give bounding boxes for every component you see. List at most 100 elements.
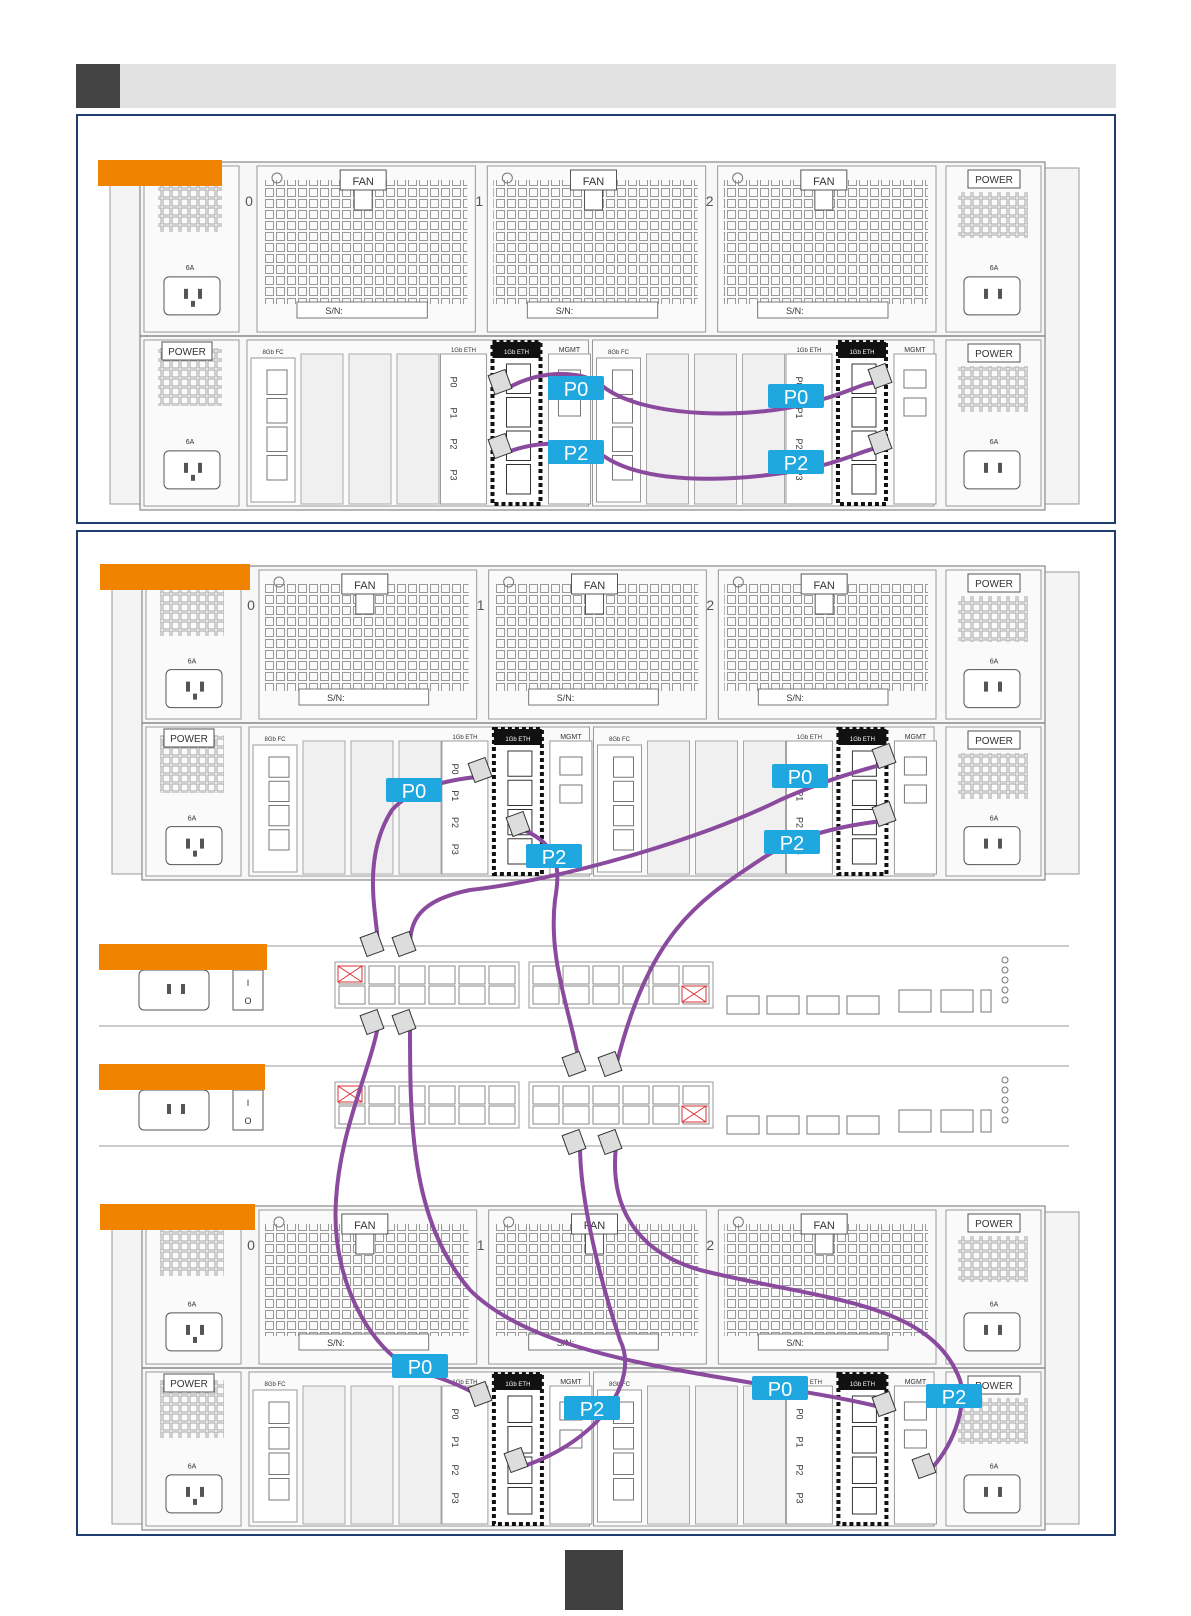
- pin: [186, 1324, 190, 1335]
- usb-port: [980, 1109, 992, 1133]
- power-label: POWER: [975, 1219, 1013, 1230]
- fc-port: [268, 829, 290, 851]
- port-tag: P2: [926, 1384, 982, 1409]
- mgmt-port: [940, 989, 974, 1013]
- pin: [984, 462, 988, 473]
- cable-connector: [867, 428, 893, 456]
- rj45-port: [532, 1085, 560, 1105]
- fan-icon: [503, 1216, 515, 1228]
- rj45-port: [507, 1395, 533, 1423]
- pin: [181, 1104, 185, 1114]
- port-tag-label: P2: [580, 1399, 604, 1421]
- cable-connector: [561, 1050, 587, 1078]
- mgmt-label: MGMT: [905, 734, 927, 741]
- switch-power-inlet: [138, 1089, 210, 1131]
- cable-connector: [911, 1452, 937, 1480]
- host-eth-label: 1Gb ETH: [850, 1382, 875, 1388]
- fc-port: [612, 426, 633, 452]
- diagram-panel-bottom: [76, 530, 1116, 1536]
- left-rail: [111, 1211, 143, 1525]
- port-label: P3: [794, 1492, 804, 1503]
- power-inlet: [165, 669, 223, 709]
- port-tag: P2: [768, 450, 824, 475]
- fc-port: [613, 829, 634, 851]
- power-inlet: [165, 1312, 223, 1352]
- port-tag-label: P2: [564, 443, 588, 465]
- pin: [984, 1324, 988, 1335]
- pin: [984, 681, 988, 692]
- pin: [193, 1336, 197, 1343]
- port-tag-label: P0: [408, 1357, 432, 1379]
- cable-connector: [487, 432, 513, 460]
- fan-icon: [732, 1216, 744, 1228]
- fan-label: FAN: [584, 580, 605, 592]
- fan-slot-number: 1: [477, 597, 485, 613]
- cable-connector: [467, 1380, 493, 1408]
- pin: [191, 300, 195, 307]
- device-label-tag: [99, 1064, 265, 1090]
- mgmt-label: MGMT: [560, 1379, 582, 1386]
- sfp-port: [806, 1115, 840, 1135]
- port-tag-bg: [772, 764, 828, 788]
- pin: [198, 462, 202, 473]
- port-tag-bg: [768, 384, 824, 408]
- pin: [181, 984, 185, 994]
- power-supply: 6A: [145, 569, 242, 720]
- fc-port: [266, 369, 288, 395]
- port-tag-label: P2: [942, 1387, 966, 1409]
- fan-latch: [814, 189, 834, 211]
- section-number-block: [76, 64, 120, 108]
- switch-power-inlet: [138, 969, 210, 1011]
- cable-connector: [871, 800, 897, 828]
- port-tag: P2: [548, 440, 604, 465]
- fan-slot-number: 2: [706, 193, 714, 209]
- fan-label: FAN: [813, 580, 834, 592]
- usb-port: [980, 989, 992, 1013]
- mgmt-port: [903, 369, 927, 389]
- fc-label: 8Gb FC: [609, 737, 631, 743]
- fan-slot-number: 1: [477, 1237, 485, 1253]
- rj45-port: [488, 985, 516, 1005]
- serial-plate: [298, 1333, 430, 1351]
- amp-label: 6A: [990, 265, 999, 272]
- eth-card: [441, 1385, 489, 1525]
- power-label: POWER: [975, 736, 1013, 747]
- power-inlet: [165, 826, 223, 866]
- port-label: P0: [448, 376, 458, 387]
- x-line: [681, 1105, 707, 1123]
- switch-off-label: O: [244, 1116, 251, 1126]
- power-handle: [967, 343, 1021, 363]
- pin: [998, 838, 1002, 849]
- port-label: P2: [450, 1464, 460, 1475]
- port-label: P1: [794, 790, 804, 801]
- status-led: [1001, 1106, 1009, 1114]
- fc-label: 8Gb FC: [262, 350, 284, 356]
- blank-slot: [350, 1385, 394, 1525]
- rj45-port: [622, 1085, 650, 1105]
- blank-slot: [350, 740, 394, 875]
- pin: [193, 1498, 197, 1505]
- rj45-port: [458, 1105, 486, 1125]
- host-card-header: [838, 729, 887, 745]
- host-card-header: [838, 1374, 887, 1390]
- pin: [184, 288, 188, 299]
- rj45-port: [488, 965, 516, 985]
- host-eth-label: 1Gb ETH: [505, 1382, 530, 1388]
- port-tag-bg: [526, 844, 582, 868]
- pin: [184, 462, 188, 473]
- power-handle: [163, 728, 215, 748]
- pin: [200, 1486, 204, 1497]
- host-eth-label: 1Gb ETH: [850, 737, 875, 743]
- fc-port: [613, 756, 634, 778]
- mgmt-port: [903, 784, 927, 804]
- mgmt-label: MGMT: [905, 1379, 927, 1386]
- status-led: [1001, 1086, 1009, 1094]
- switch-on-label: I: [247, 1098, 250, 1108]
